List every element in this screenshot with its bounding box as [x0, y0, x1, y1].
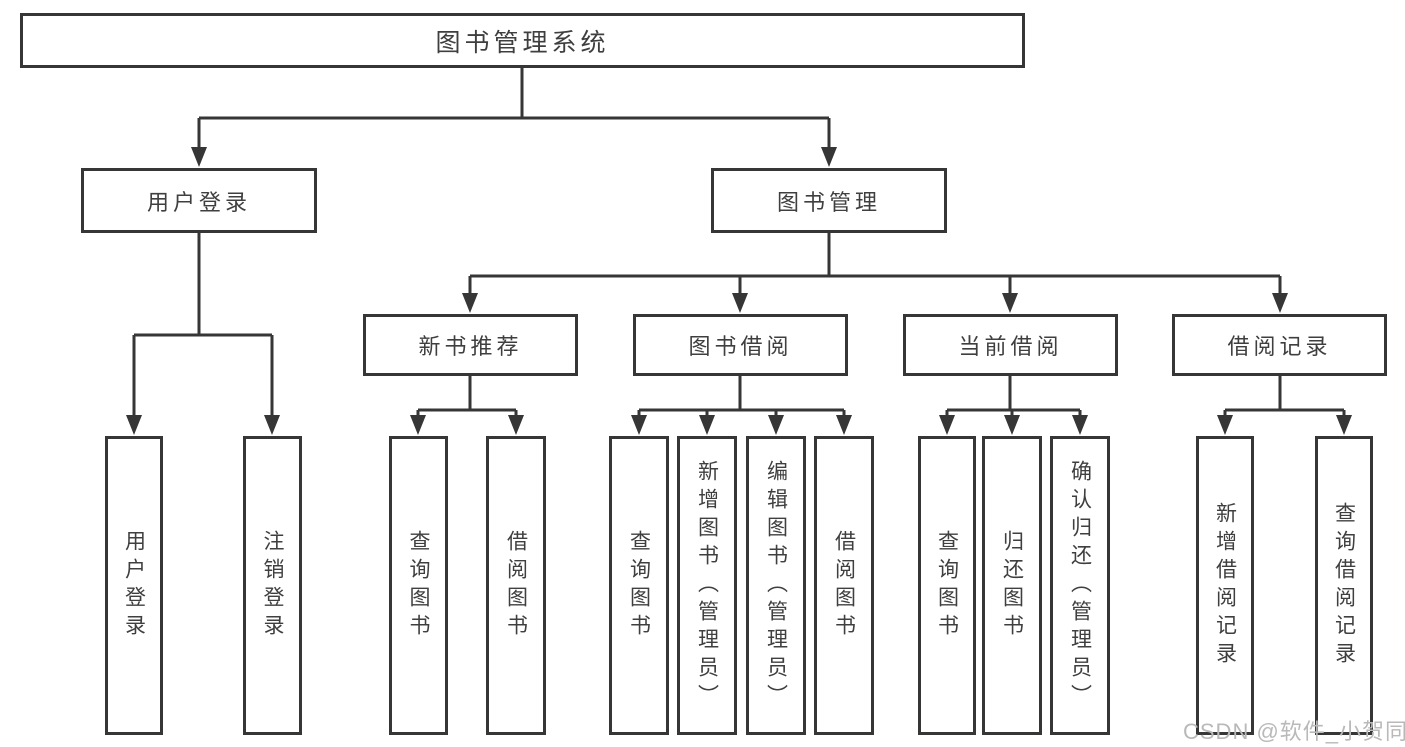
arrowhead-icon	[1217, 415, 1233, 435]
node-leaf-user-login: 用户登录	[105, 436, 163, 735]
node-label: 新增借阅记录	[1213, 501, 1237, 670]
arrowhead-icon	[126, 415, 142, 435]
arrowhead-icon	[1002, 293, 1018, 313]
arrowhead-icon	[699, 415, 715, 435]
node-label: 图书管理系统	[435, 28, 610, 57]
arrowhead-icon	[732, 293, 748, 313]
node-leaf-borrow-books-1: 借阅图书	[486, 436, 546, 735]
node-label: 归还图书	[1000, 529, 1024, 642]
node-label: 新书推荐	[418, 334, 523, 359]
node-label: 查询图书	[627, 529, 651, 642]
node-current-borrowing: 当前借阅	[903, 314, 1118, 376]
node-leaf-confirm-return-admin: 确认归还（管理员）	[1050, 436, 1110, 735]
arrowhead-icon	[462, 293, 478, 313]
arrowhead-icon	[768, 415, 784, 435]
node-leaf-logout: 注销登录	[243, 436, 302, 735]
arrowhead-icon	[821, 147, 837, 167]
node-borrowing-records: 借阅记录	[1172, 314, 1387, 376]
node-leaf-add-borrow-record: 新增借阅记录	[1196, 436, 1254, 735]
node-label: 用户登录	[146, 189, 251, 215]
node-library-system: 图书管理系统	[20, 13, 1025, 68]
node-label: 借阅图书	[504, 529, 528, 642]
node-leaf-query-books-1: 查询图书	[389, 436, 448, 735]
node-user-login: 用户登录	[81, 168, 317, 233]
arrowhead-icon	[836, 415, 852, 435]
arrowhead-icon	[1072, 415, 1088, 435]
node-label: 编辑图书（管理员）	[764, 459, 788, 712]
arrowhead-icon	[1336, 415, 1352, 435]
arrowhead-icon	[1004, 415, 1020, 435]
node-label: 当前借阅	[958, 334, 1063, 359]
arrowhead-icon	[1272, 293, 1288, 313]
node-label: 确认归还（管理员）	[1068, 459, 1092, 712]
node-leaf-return-books: 归还图书	[982, 436, 1042, 735]
node-leaf-add-books-admin: 新增图书（管理员）	[677, 436, 737, 735]
arrowhead-icon	[191, 147, 207, 167]
node-label: 图书管理	[776, 189, 881, 215]
arrowhead-icon	[264, 415, 280, 435]
node-leaf-query-books-3: 查询图书	[918, 436, 976, 735]
node-leaf-edit-books-admin: 编辑图书（管理员）	[746, 436, 806, 735]
node-book-borrowing: 图书借阅	[633, 314, 848, 376]
node-label: 查询图书	[935, 529, 959, 642]
node-label: 注销登录	[261, 529, 284, 642]
node-label: 借阅记录	[1227, 334, 1332, 359]
node-leaf-borrow-books-2: 借阅图书	[814, 436, 874, 735]
node-label: 图书借阅	[688, 334, 793, 359]
node-leaf-query-books-2: 查询图书	[609, 436, 669, 735]
watermark: CSDN @软件_小贺同学	[1183, 719, 1405, 744]
node-new-book-recommend: 新书推荐	[363, 314, 578, 376]
node-label: 新增图书（管理员）	[695, 459, 719, 712]
node-label: 查询借阅记录	[1332, 501, 1356, 670]
arrowhead-icon	[410, 415, 426, 435]
arrowhead-icon	[508, 415, 524, 435]
node-label: 借阅图书	[832, 529, 856, 642]
arrowhead-icon	[631, 415, 647, 435]
node-leaf-query-borrow-record: 查询借阅记录	[1315, 436, 1373, 735]
arrowhead-icon	[939, 415, 955, 435]
node-label: 查询图书	[407, 529, 430, 642]
node-book-management: 图书管理	[711, 168, 947, 233]
node-label: 用户登录	[122, 529, 146, 642]
